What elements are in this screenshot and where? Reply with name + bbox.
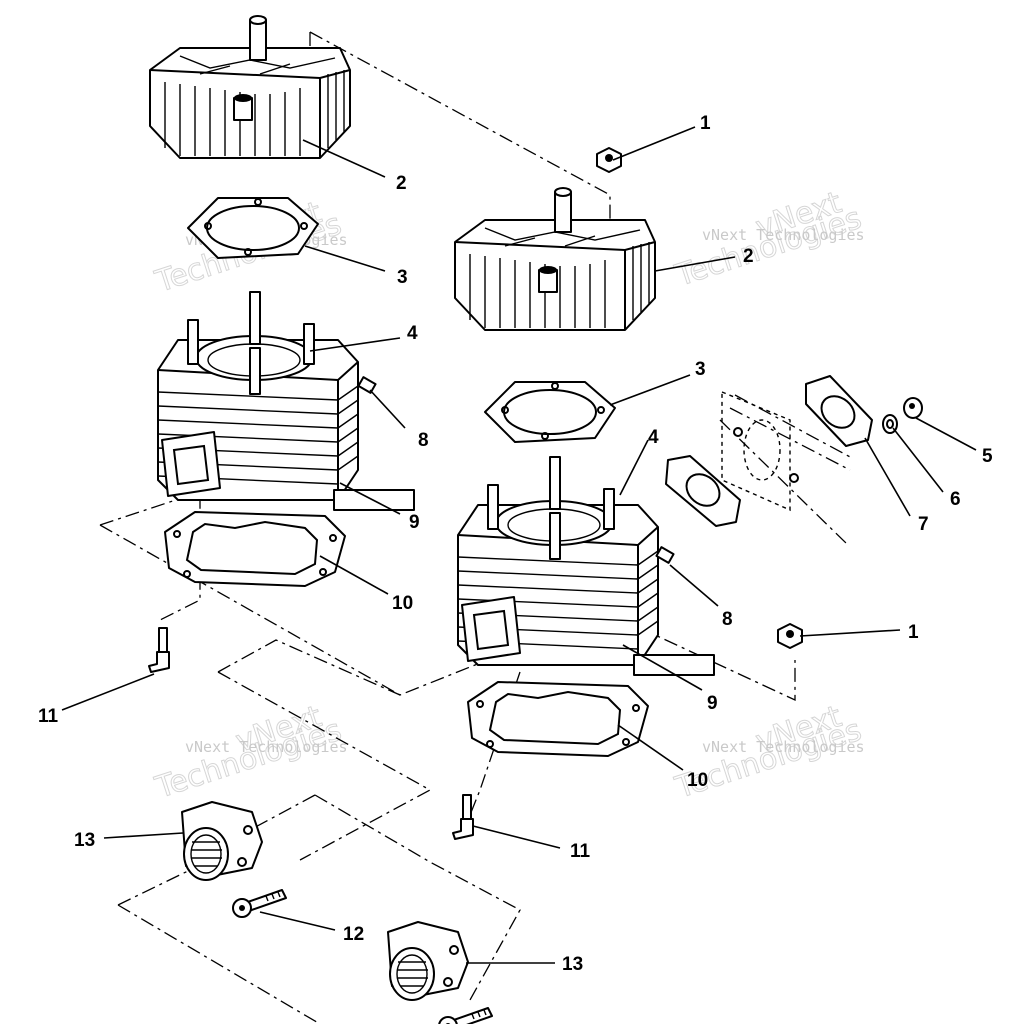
callout-8-right: 8 [722, 609, 733, 630]
exhaust-flange-gasket [665, 455, 741, 527]
temp-sensor-right [452, 794, 474, 840]
stud-bolt-left [357, 376, 377, 394]
intake-boot-left [181, 801, 263, 881]
callout-11-left: 11 [38, 706, 59, 727]
boot-bolt-left [232, 889, 287, 918]
watermark-small: vNext Technologies [702, 226, 865, 244]
head-gasket-right [484, 381, 616, 443]
callout-9-left: 9 [409, 512, 420, 533]
watermark-small: vNext Technologies [185, 738, 348, 756]
watermark-top-right: vNext Technologies vNext Technologies [670, 185, 866, 295]
stud-bolt-right [655, 546, 675, 564]
callout-13-left: 13 [74, 830, 95, 851]
boot-bolt-right [438, 1007, 493, 1024]
callout-9-right: 9 [707, 693, 718, 714]
nut-lower-right [777, 623, 803, 649]
leader-lines [61, 126, 977, 964]
base-gasket-left [164, 511, 346, 587]
temp-sensor-left [148, 627, 170, 673]
exhaust-flange [805, 375, 873, 447]
callout-5: 5 [982, 446, 993, 467]
callout-2-left: 2 [396, 173, 407, 194]
callout-labels: 1 1 2 2 3 3 4 4 5 6 7 8 8 9 9 10 10 11 1… [38, 113, 993, 975]
callout-10-left: 10 [392, 593, 413, 614]
callout-4-right: 4 [648, 427, 659, 448]
cylinder-left [157, 291, 415, 511]
watermark-bottom-left: vNext Technologies vNext Technologies [150, 699, 348, 807]
exhaust-nut [903, 397, 923, 419]
base-gasket-right [467, 681, 649, 757]
cylinder-head-right [454, 187, 656, 331]
callout-1-lower: 1 [908, 622, 919, 643]
callout-7: 7 [918, 514, 929, 535]
callout-4-left: 4 [407, 323, 418, 344]
callout-13-right: 13 [562, 954, 583, 975]
nut-top-right [596, 147, 622, 173]
watermark-small: vNext Technologies [702, 738, 865, 756]
callout-6: 6 [950, 489, 961, 510]
callout-2-right: 2 [743, 246, 754, 267]
callout-12: 12 [343, 924, 364, 945]
callout-3-right: 3 [695, 359, 706, 380]
callout-8-left: 8 [418, 430, 429, 451]
callout-11-right: 11 [570, 841, 591, 862]
callout-3-left: 3 [397, 267, 408, 288]
callout-10-right: 10 [687, 770, 708, 791]
callout-1-top: 1 [700, 113, 711, 134]
intake-boot-right [387, 921, 469, 1001]
exhaust-plate-outline [721, 390, 799, 512]
